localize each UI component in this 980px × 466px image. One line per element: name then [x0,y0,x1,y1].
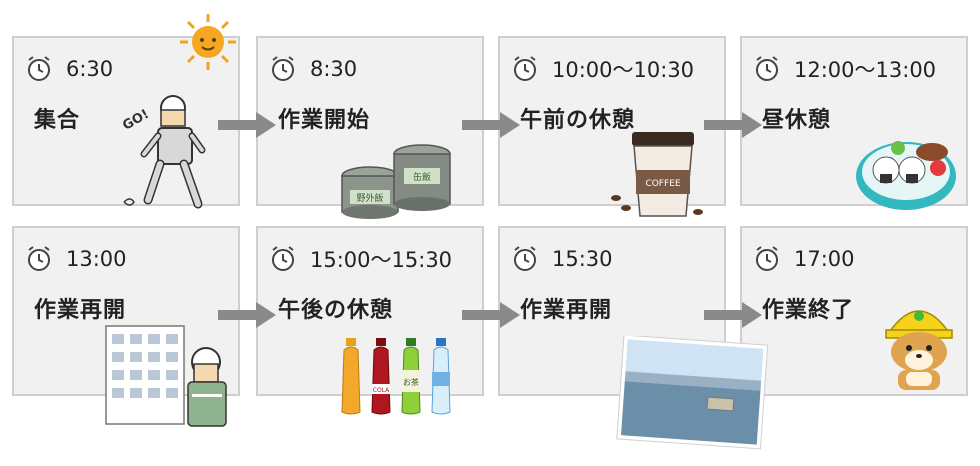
step-label: 午前の休憩 [520,108,636,133]
step-time: 12:00〜13:00 [794,58,937,82]
alarm-clock-icon [28,56,50,81]
construction-site-illustration [105,325,227,427]
alarm-clock-icon [514,246,536,271]
mascot-dog-helmet-illustration [885,310,953,390]
step-label: 作業開始 [278,108,371,133]
arrow-right-icon [462,302,520,328]
alarm-clock-icon [514,56,536,81]
step-time: 13:00 [66,247,127,271]
alarm-clock-icon [756,246,778,271]
alarm-clock-icon [756,56,778,81]
step-label: 作業再開 [520,298,613,323]
arrow-right-icon [218,112,276,138]
arrow-right-icon [704,112,762,138]
step-time: 10:00〜10:30 [552,58,695,82]
canned-food-illustration: 野外飯 缶飯 [341,144,451,219]
sun-icon [180,14,236,70]
step-card: 6:30 集合 [12,36,240,206]
step-label: 集合 [34,108,81,133]
arrow-right-icon [704,302,762,328]
step-card: 15:00〜15:30 午後の休憩 [256,226,484,396]
tea-text: お茶 [403,377,419,387]
arrow-right-icon [462,112,520,138]
alarm-clock-icon [28,246,50,271]
coffee-cup-illustration: COFFEE [611,132,703,217]
can-label-right: 缶飯 [413,171,431,183]
bento-box-illustration [856,141,956,210]
go-text: GO! [120,107,151,134]
step-time: 8:30 [310,57,358,81]
cola-text: COLA [373,387,390,394]
step-time: 15:30 [552,247,613,271]
alarm-clock-icon [272,246,294,271]
step-time: 17:00 [794,247,855,271]
step-time: 15:00〜15:30 [310,248,453,272]
drink-bottles-illustration: COLA お茶 [341,338,451,415]
walking-worker-illustration: GO! [120,95,206,209]
step-label: 作業終了 [762,298,855,323]
alarm-clock-icon [272,56,294,81]
step-label: 午後の休憩 [278,298,394,323]
rooftop-photo [616,336,769,450]
step-label: 作業再開 [34,298,127,323]
step-label: 昼休憩 [762,108,832,133]
can-label-left: 野外飯 [356,192,383,204]
arrow-right-icon [218,302,276,328]
coffee-text: COFFEE [645,179,680,189]
step-time: 6:30 [66,57,114,81]
